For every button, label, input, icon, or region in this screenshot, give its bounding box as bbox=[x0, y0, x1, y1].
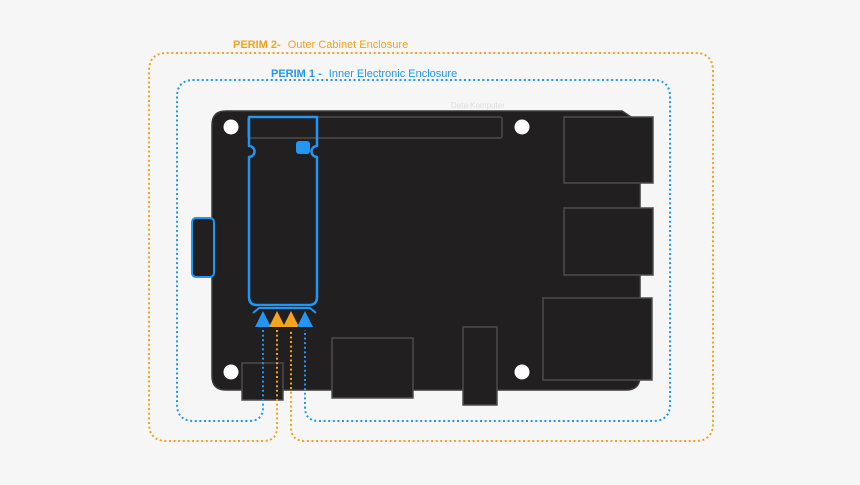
usb-port-upper bbox=[563, 116, 654, 184]
inner-enclosure-boundary bbox=[176, 79, 671, 422]
gpio-header-strip bbox=[247, 116, 503, 139]
mounting-hole-bottom-right bbox=[514, 364, 530, 380]
slot-connector-foot bbox=[252, 307, 317, 314]
leakage-arrow-4-blue bbox=[297, 311, 313, 327]
perim2-label-rest: Outer Cabinet Enclosure bbox=[288, 39, 408, 51]
perim1-label-bold: PERIM 1 - bbox=[271, 68, 322, 80]
leakage-arrow-1-blue bbox=[255, 311, 271, 327]
av-jack bbox=[462, 326, 498, 406]
leakage-arrow-2-orange bbox=[269, 311, 285, 327]
ethernet-port bbox=[542, 297, 653, 381]
left-edge-connector bbox=[191, 217, 215, 278]
circuit-board-body bbox=[211, 110, 641, 391]
perim1-label-rest: Inner Electronic Enclosure bbox=[329, 68, 457, 80]
mounting-hole-bottom-left bbox=[223, 364, 239, 380]
usb-port-lower bbox=[563, 207, 654, 276]
leakage-arrow-3-orange bbox=[283, 311, 299, 327]
perim2-label-bold: PERIM 2- bbox=[233, 39, 281, 51]
perim2-label: PERIM 2- Outer Cabinet Enclosure bbox=[233, 39, 408, 51]
perim1-label: PERIM 1 - Inner Electronic Enclosure bbox=[271, 68, 457, 80]
hdmi-port bbox=[331, 337, 414, 399]
outer-enclosure-boundary bbox=[148, 52, 714, 442]
mounting-hole-top-left bbox=[223, 119, 239, 135]
watermark-text: Data Komputer bbox=[451, 101, 505, 110]
mounting-hole-top-right bbox=[514, 119, 530, 135]
module-chip bbox=[296, 141, 310, 154]
highlighted-module-outline bbox=[247, 115, 319, 307]
